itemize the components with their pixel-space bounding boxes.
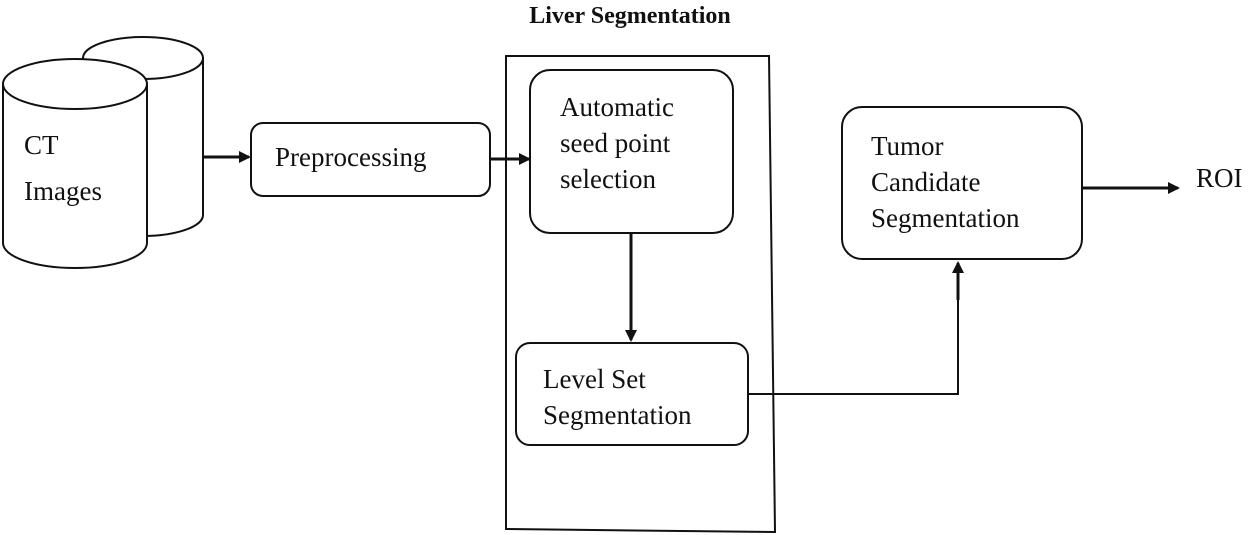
preprocessing-node: Preprocessing (250, 122, 491, 197)
seed-point-selection-node: Automatic seed point selection (529, 69, 734, 234)
liver-segmentation-title: Liver Segmentation (529, 3, 731, 29)
connector-level-set-to-tumor (748, 265, 959, 395)
level-set-segmentation-label: Level Set Segmentation (543, 364, 692, 430)
roi-label: ROI (1196, 163, 1243, 193)
ct-images-database: CT Images (2, 36, 204, 269)
liver-segmentation-container (505, 55, 777, 534)
seed-point-selection-label: Automatic seed point selection (560, 92, 681, 194)
tumor-candidate-segmentation-label: Tumor Candidate Segmentation (871, 131, 1020, 233)
level-set-segmentation-node: Level Set Segmentation (515, 342, 749, 446)
preprocessing-label: Preprocessing (275, 142, 426, 172)
tumor-candidate-segmentation-node: Tumor Candidate Segmentation (841, 106, 1083, 260)
ct-images-label: CT Images (24, 130, 102, 206)
